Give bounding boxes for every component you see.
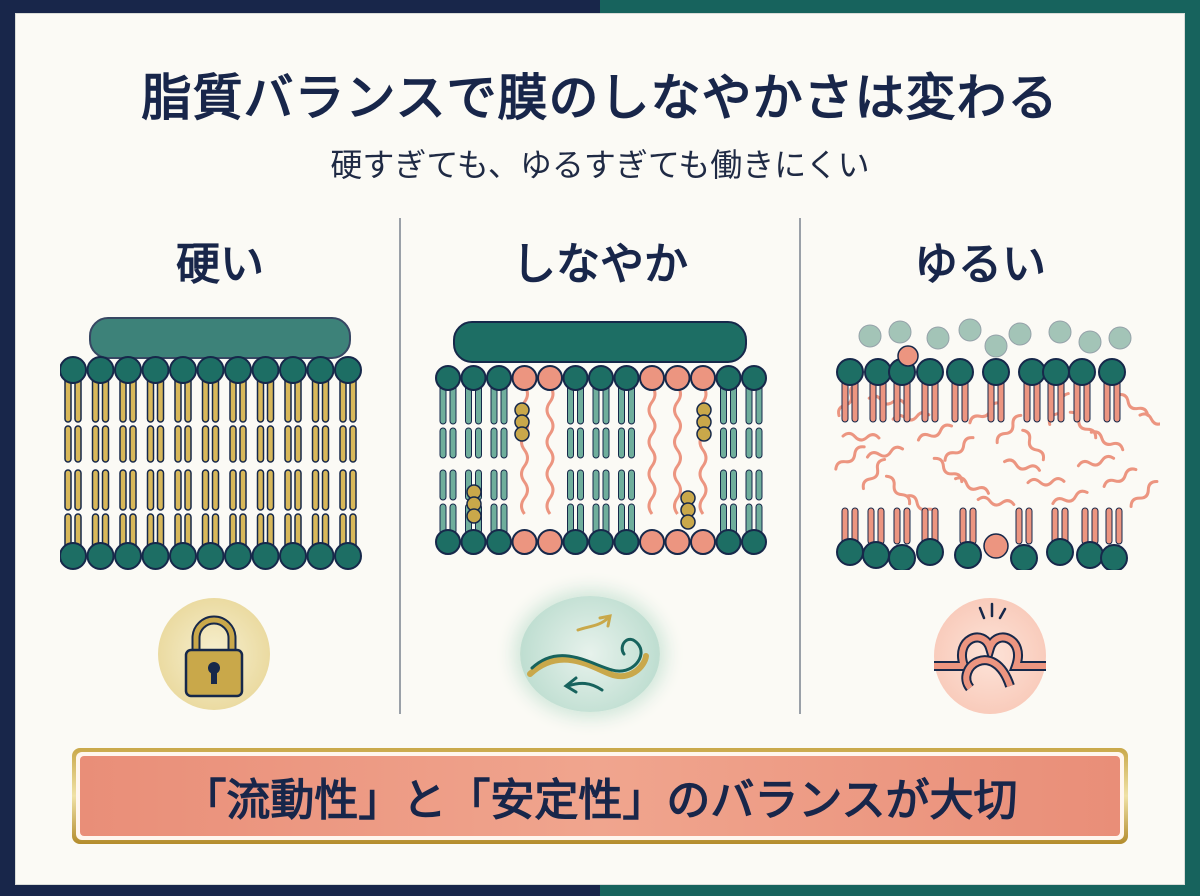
lock-icon-badge [158,598,270,710]
column-divider [799,218,801,714]
column-heading-loose: ゆるい [914,239,1046,290]
page-subtitle: 硬すぎても、ゆるすぎても働きにくい [330,146,870,184]
flexible-membrane-diagram [435,321,767,555]
column-divider [399,218,401,714]
rigid-membrane-diagram [60,317,362,570]
flow-wave-icon [527,614,649,694]
tangled-knot-icon [917,602,1063,692]
column-heading-rigid: 硬い [176,239,264,290]
summary-banner-frame: 「流動性」と「安定性」のバランスが大切 [76,752,1124,840]
column-heading-flexible: しなやか [512,239,688,290]
content-panel [16,14,1184,884]
summary-banner-text: 「流動性」と「安定性」のバランスが大切 [80,756,1120,836]
loose-membrane-diagram [834,318,1160,570]
summary-banner: 「流動性」と「安定性」のバランスが大切 [72,748,1128,844]
page-title: 脂質バランスで膜のしなやかさは変わる [141,68,1059,127]
flow-icon-badge [520,596,660,712]
lock-icon [184,615,244,698]
knot-icon-badge [917,598,1063,714]
